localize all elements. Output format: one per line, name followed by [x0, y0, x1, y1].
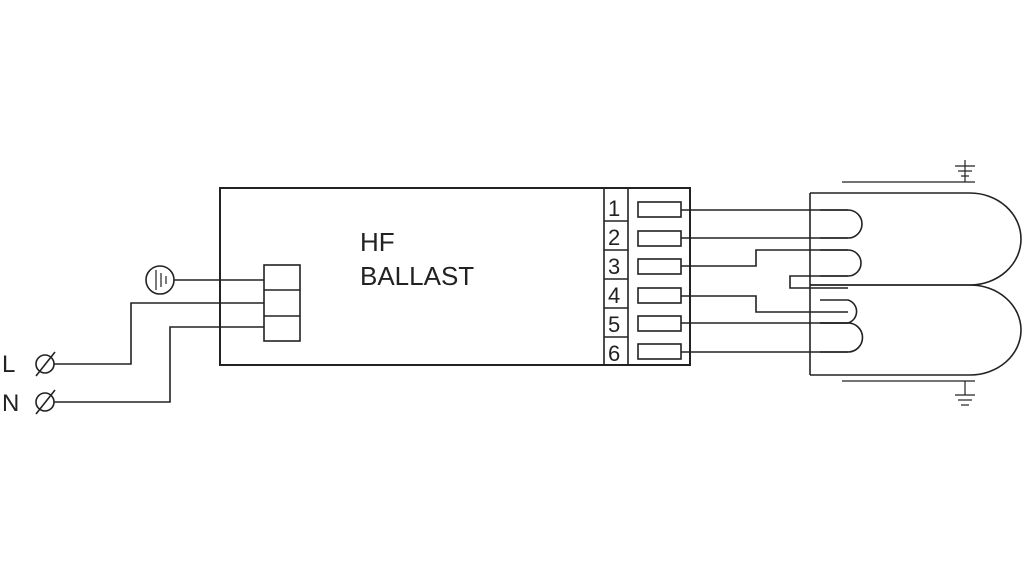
ground-symbol-icon — [955, 160, 975, 182]
ballast-label-line1: HF — [360, 227, 395, 257]
terminal-number-3: 3 — [608, 254, 620, 279]
terminal-number-5: 5 — [608, 312, 620, 337]
wire-4 — [681, 295, 848, 313]
wire-3 — [681, 249, 848, 267]
terminal-number-6: 6 — [608, 341, 620, 366]
ballast-box — [219, 187, 691, 366]
neutral-label: N — [2, 390, 19, 417]
ground-symbol-icon — [955, 381, 975, 406]
terminal-number-separators — [604, 220, 628, 338]
crossed-circle-terminal-icon — [35, 351, 56, 377]
crossed-circle-terminal-icon — [35, 389, 56, 415]
neutral-wire — [54, 326, 264, 403]
terminal-number-2: 2 — [608, 225, 620, 250]
lamp-lower — [809, 284, 1022, 376]
terminal-number-4: 4 — [608, 283, 620, 308]
lamp-upper — [809, 192, 1022, 286]
earth-symbol-icon — [145, 265, 175, 295]
ballast-label-line2: BALLAST — [360, 261, 474, 291]
live-label: L — [2, 351, 15, 378]
lamp-bridge — [789, 275, 848, 289]
terminal-number-1: 1 — [608, 196, 620, 221]
output-wires — [681, 209, 848, 353]
live-wire — [54, 302, 264, 365]
